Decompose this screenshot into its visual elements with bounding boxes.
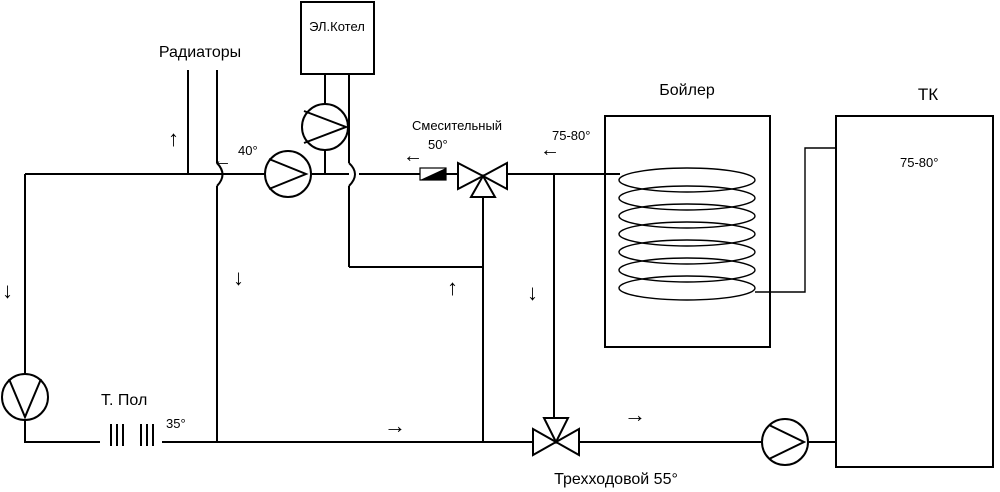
temp-50: 50° (428, 137, 448, 152)
floor-label: Т. Пол (101, 392, 147, 409)
three-way-valve-top (542, 417, 570, 445)
arrow-right-tk: → (624, 402, 646, 427)
tk-box (835, 115, 994, 468)
radiators-label: Радиаторы (159, 44, 241, 61)
arrow-right-return: → (384, 413, 406, 438)
el-boiler-box (300, 1, 375, 75)
floor-heating-symbol (110, 424, 154, 446)
tk-temperature: 75-80° (900, 155, 938, 170)
floor-loop-bottom-pipe (24, 420, 100, 443)
tk-pump-icon (768, 424, 807, 460)
three-way-valve-right (553, 427, 580, 457)
arrow-down-bypass: ↓ (527, 280, 538, 305)
temp-40: 40° (238, 143, 258, 158)
radiator-pump-icon (268, 158, 309, 190)
arrow-up-mixing: ↑ (447, 275, 458, 300)
floor-pump-icon (8, 378, 42, 420)
arrow-left-40: ← (212, 150, 232, 172)
el-boiler-pump-circle (301, 103, 349, 151)
tk-label: ТК (918, 85, 938, 104)
tk-pump-circle (761, 418, 809, 466)
el-boiler-label: ЭЛ.Котел (309, 19, 365, 34)
boiler-tank (604, 115, 771, 348)
arrow-up-radiators: ↑ (168, 126, 179, 151)
arrow-down-radiators: ↓ (233, 265, 244, 290)
el-boiler-pump-icon (303, 110, 349, 144)
arrow-down-left: ↓ (2, 278, 13, 303)
three-way-valve-left (532, 427, 559, 457)
boiler-coil (618, 167, 756, 301)
check-valve-icon (420, 168, 446, 180)
mixing-valve-label: Смесительный (412, 118, 502, 133)
pipe-crossover-boiler (348, 162, 356, 187)
temp-35: 35° (166, 416, 186, 431)
three-way-valve-label: Трехходовой 55° (554, 471, 678, 488)
temp-boiler-supply: 75-80° (552, 128, 590, 143)
coil-to-tk-pipe (755, 147, 836, 293)
boiler-label: Бойлер (659, 82, 715, 99)
arrow-left-boiler: ← (540, 139, 560, 161)
mixing-valve-left (457, 161, 486, 191)
mixing-valve-right (480, 161, 508, 191)
check-valve-frame (419, 167, 447, 181)
arrow-left-50: ← (403, 145, 423, 167)
